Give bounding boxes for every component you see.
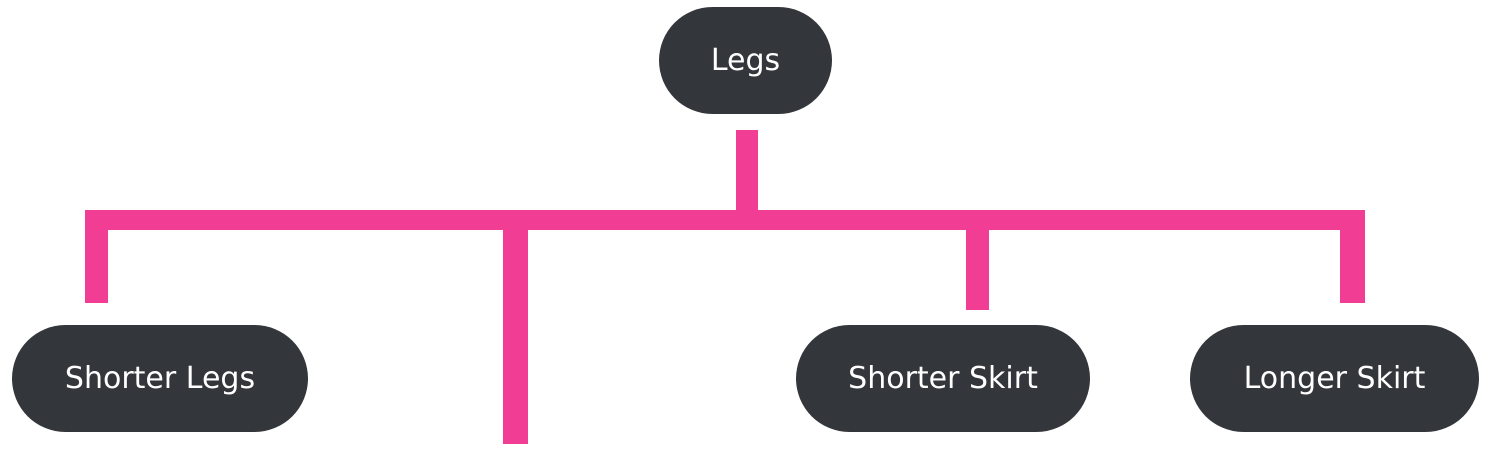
node-legs: Legs (659, 7, 832, 114)
connector-drop-unlabeled-branch (503, 210, 528, 444)
connector-horizontal-bar (85, 210, 1365, 230)
node-longer-skirt: Longer Skirt (1190, 325, 1479, 432)
node-shorter-legs: Shorter Legs (12, 325, 308, 432)
node-shorter-skirt: Shorter Skirt (796, 325, 1090, 432)
connector-drop-longer-skirt (1340, 210, 1365, 303)
node-longer-skirt-label: Longer Skirt (1243, 360, 1426, 396)
connector-drop-shorter-skirt (966, 210, 989, 310)
node-shorter-legs-label: Shorter Legs (64, 360, 256, 396)
node-shorter-skirt-label: Shorter Skirt (848, 360, 1038, 396)
connector-drop-shorter-legs (85, 210, 108, 303)
connector-root-stem (736, 130, 758, 212)
node-legs-label: Legs (710, 42, 781, 78)
